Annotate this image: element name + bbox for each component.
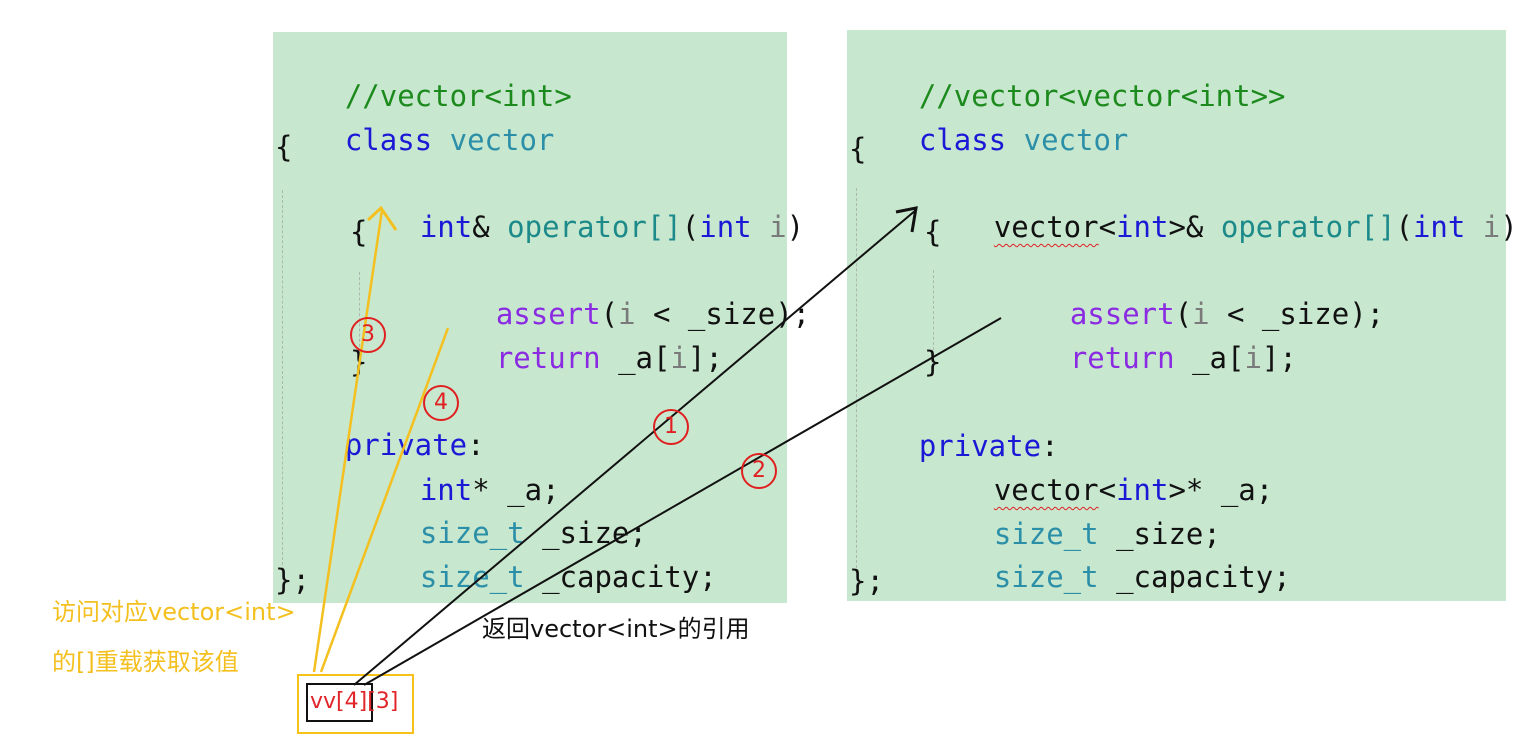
step-circle-1 (653, 409, 689, 445)
code-line-class: class vector (918, 123, 1129, 157)
code-line-fn-open-brace: { (350, 215, 368, 249)
expression-text: vv[4][3] (310, 689, 399, 714)
indent-guide (282, 190, 283, 570)
right-code-panel: //vector<vector<int>> class vector { vec… (847, 30, 1518, 601)
code-line-open-brace: { (849, 132, 867, 166)
code-line-comment: //vector<vector<int>> (918, 79, 1286, 113)
indent-guide (933, 270, 934, 350)
black-arrow-1 (353, 209, 917, 686)
expression-inner-box (306, 683, 373, 722)
black-arrowhead (895, 206, 918, 233)
code-line-operator: int& operator[](int i) (419, 210, 805, 244)
code-line-return: return _a[i]; (495, 341, 723, 375)
step-label-2: 2 (752, 458, 766, 483)
code-line-close-brace: }; (275, 563, 310, 597)
step-label-4: 4 (434, 390, 448, 415)
code-line-assert: assert(i < _size); (495, 297, 811, 331)
left-code-panel: //vector<int> class vector { int& operat… (273, 32, 810, 603)
code-line-open-brace: { (275, 130, 293, 164)
code-line-member-a: vector<int>* _a; (993, 473, 1274, 507)
code-line-comment: //vector<int> (344, 79, 572, 113)
yellow-caption-line1: 访问对应vector<int> (52, 598, 296, 626)
code-line-class: class vector (344, 123, 555, 157)
step-circle-2 (741, 453, 777, 489)
step-circle-4 (423, 385, 459, 421)
return-caption: 返回vector<int>的引用 (482, 615, 750, 643)
expression-outer-box (297, 674, 414, 734)
yellow-arrowhead (366, 205, 398, 231)
code-line-private: private: (918, 429, 1059, 463)
code-line-close-brace: }; (849, 564, 884, 598)
step-label-3: 3 (361, 322, 375, 347)
step-label-1: 1 (664, 414, 678, 439)
code-line-fn-close-brace: } (924, 345, 942, 379)
code-line-member-size: size_t _size; (993, 517, 1221, 551)
yellow-arrow-3 (312, 209, 384, 673)
yellow-caption-line2: 的[]重载获取该值 (52, 648, 239, 676)
code-line-assert: assert(i < _size); (1069, 297, 1385, 331)
code-line-member-capacity: size_t _capacity; (993, 560, 1291, 594)
code-line-operator: vector<int>& operator[](int i) (993, 210, 1518, 244)
yellow-arrow-4 (319, 327, 450, 673)
code-line-member-a: int* _a; (419, 473, 560, 507)
indent-guide (856, 188, 857, 568)
black-arrow-2 (363, 317, 1002, 686)
indent-guide (359, 272, 360, 352)
code-line-member-size: size_t _size; (419, 516, 647, 550)
step-circle-3 (350, 317, 386, 353)
code-line-return: return _a[i]; (1069, 341, 1297, 375)
code-line-fn-open-brace: { (924, 215, 942, 249)
